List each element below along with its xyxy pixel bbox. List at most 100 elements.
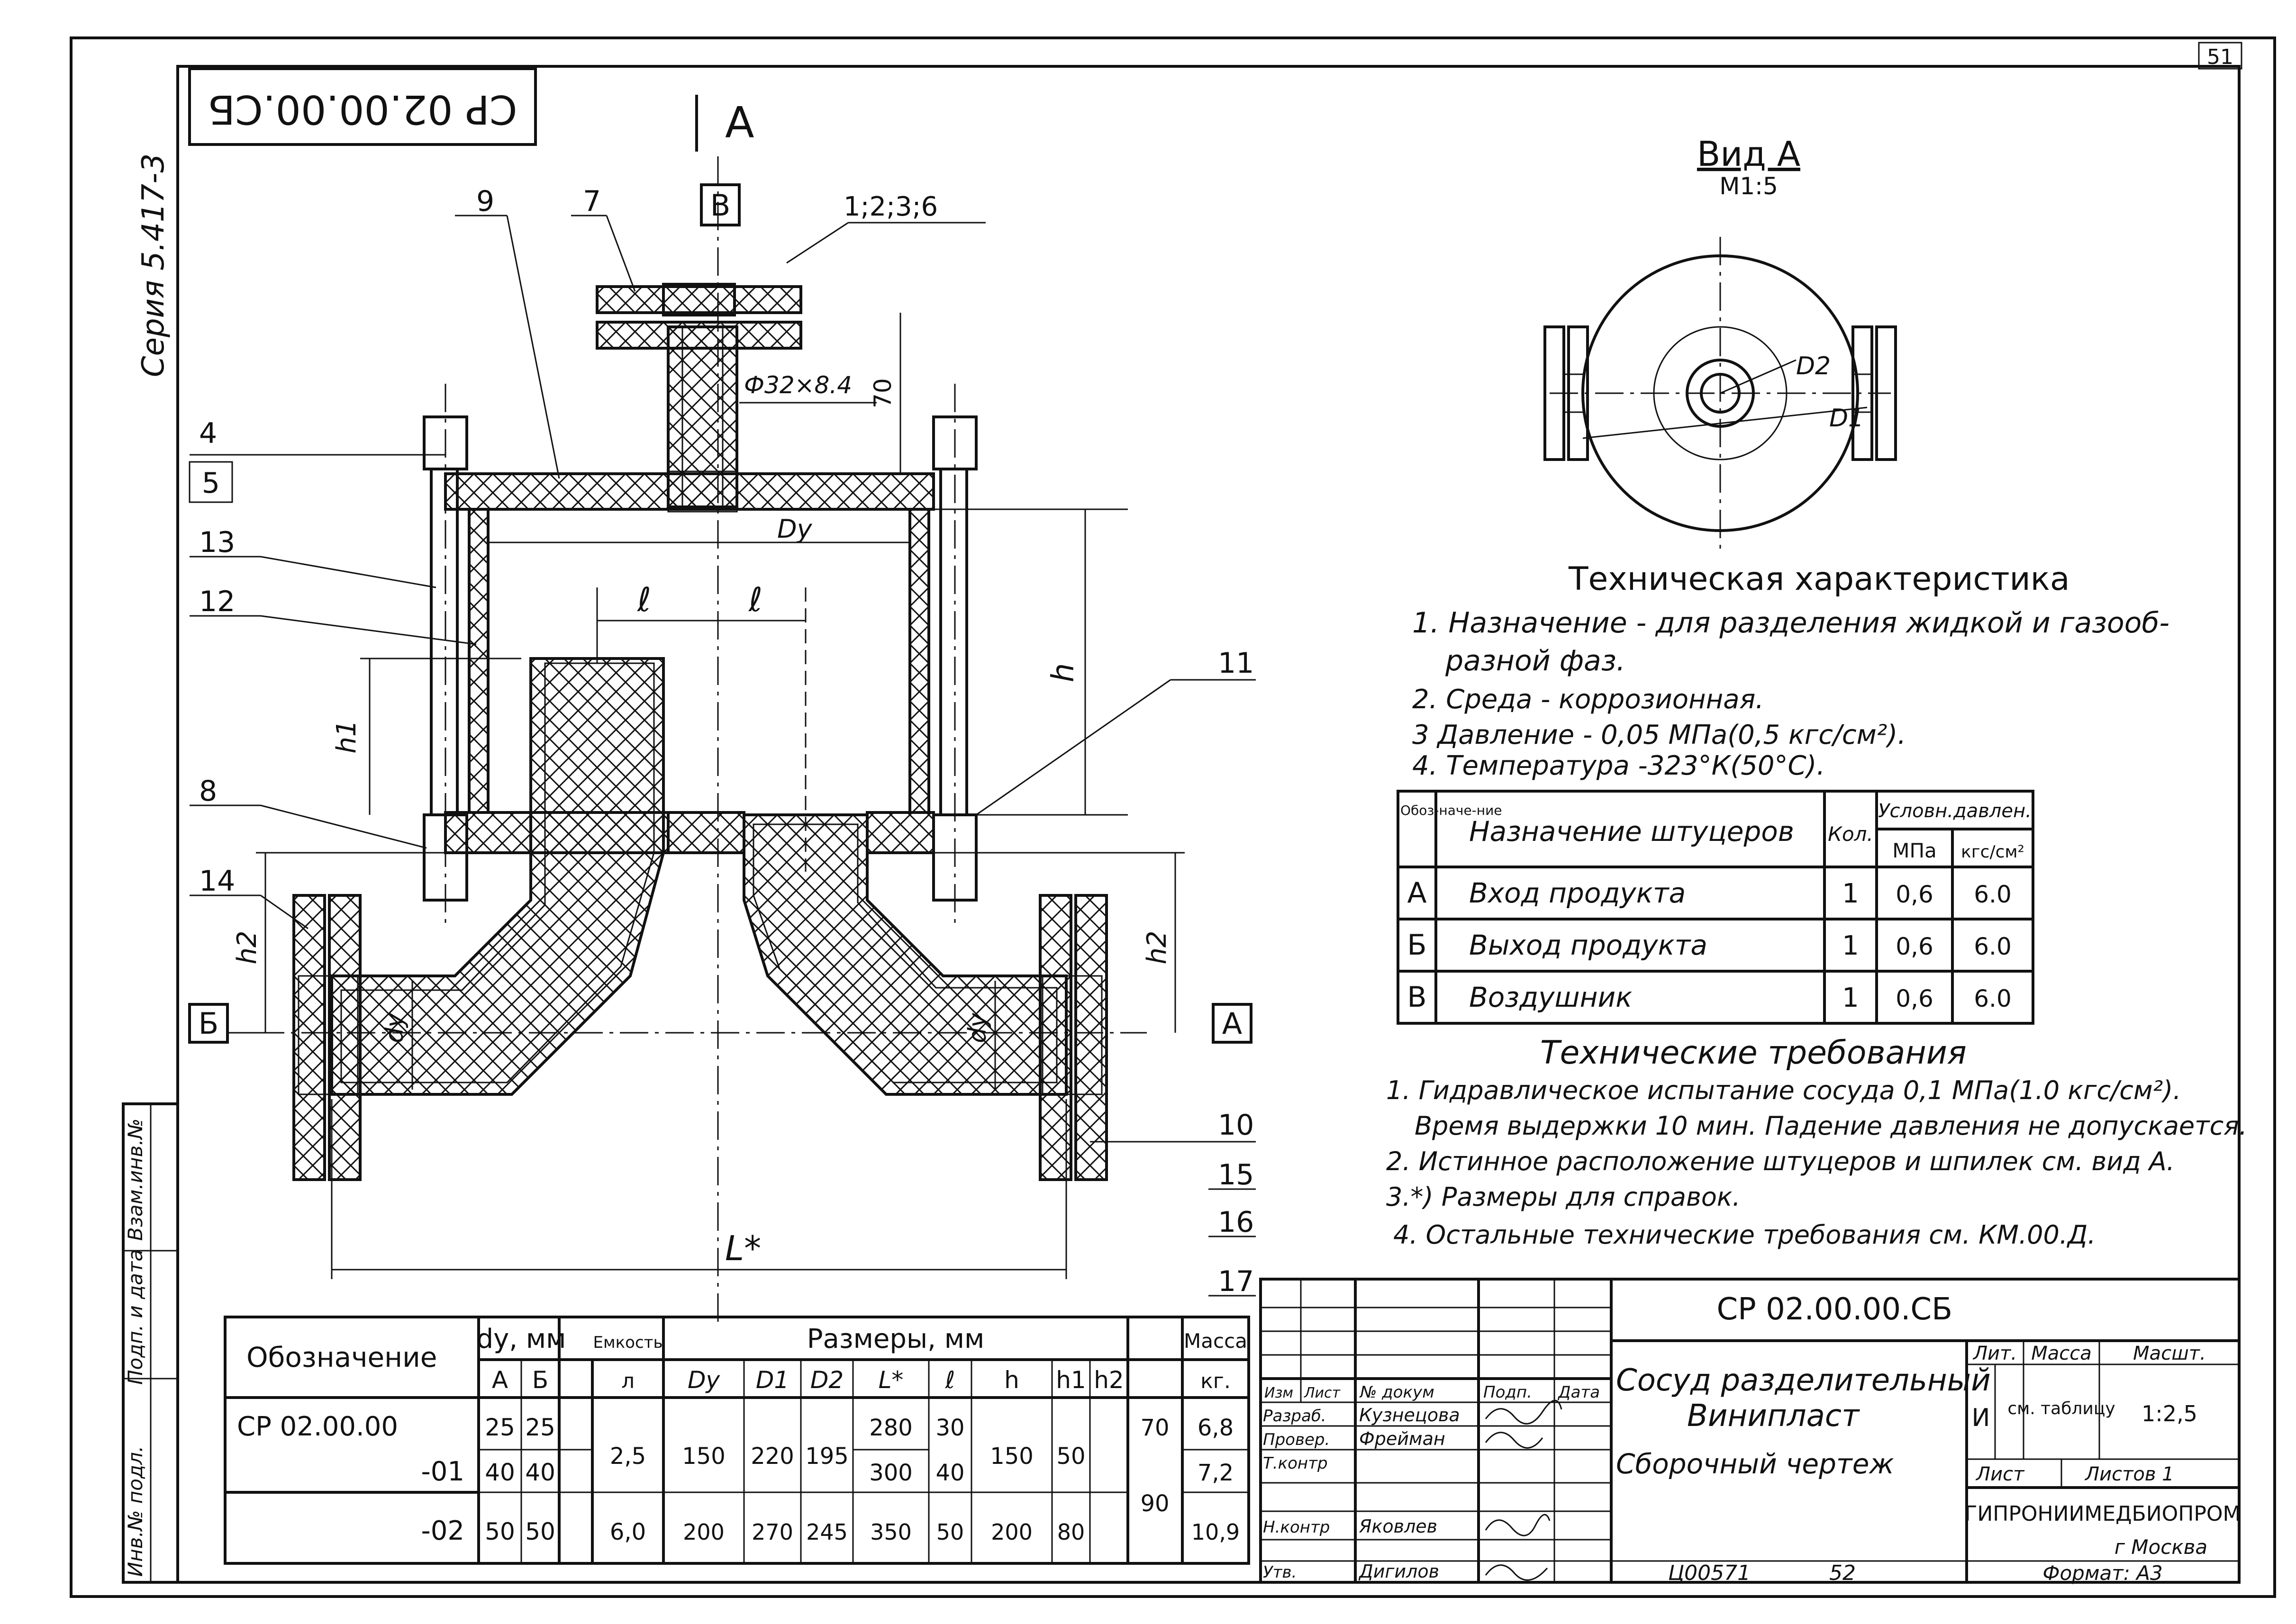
size-merged-h: 150 [990, 1443, 1034, 1470]
size-merged-d1: 220 [751, 1443, 794, 1470]
dimensions: Dу ℓ ℓ h h1 h2 h2 dу dу L* Ф32×8.4 70 В [188, 183, 1252, 1279]
bottom-plate-right [866, 811, 935, 854]
tb-person: Кузнецова [1359, 1405, 1460, 1426]
nozzle-qty: 1 [1842, 930, 1859, 961]
dim-h: h [1046, 663, 1081, 683]
size-row3-a: 50 [485, 1518, 515, 1545]
dim-l-left: ℓ [637, 580, 651, 619]
dim-h2-right: h2 [1142, 930, 1172, 964]
box-v: В [710, 188, 731, 223]
part-label: 16 [1218, 1206, 1254, 1239]
nozzle-mark: А [1407, 876, 1426, 910]
nozzle-kgs: 6.0 [1974, 985, 2012, 1012]
tech-req-line: 3.*) Размеры для справок. [1386, 1182, 1741, 1212]
side-flange-left-outer [292, 894, 326, 1181]
part-label: 13 [199, 526, 235, 559]
side-stamp-inv: Инв.№ подл. [124, 1446, 147, 1577]
nozzle-kgs: 6.0 [1974, 881, 2012, 908]
nozzle-mark: Б [1407, 929, 1426, 962]
tb-role: Утв. [1263, 1563, 1297, 1582]
size-sub: л [621, 1369, 635, 1393]
size-row2-L: 300 [869, 1460, 913, 1486]
tb-city: г Москва [2114, 1535, 2207, 1559]
dim-dy-small-right: dу [963, 1012, 992, 1043]
tech-req-line: 4. Остальные технические требования см. … [1393, 1220, 2096, 1250]
nozzle-qty: 1 [1842, 983, 1859, 1013]
tb-person: Яковлев [1359, 1516, 1437, 1537]
nozzle-purpose: Выход продукта [1469, 929, 1707, 961]
outlet-pipe-left [330, 657, 665, 1096]
series-label: Серия 5.417-3 [136, 153, 171, 377]
tb-mass-val: см. таблицу [2007, 1399, 2115, 1418]
tb-code: СР 02.00.00.СБ [1716, 1292, 1952, 1327]
side-flange-left-inner [328, 894, 362, 1181]
bottom-code: Ц00571 [1668, 1561, 1751, 1585]
tech-char-line: 4. Температура -323°К(50°С). [1412, 750, 1825, 781]
side-stamp-replace: Взам.инв.№ [124, 1119, 147, 1241]
dim-h2-left: h2 [232, 930, 263, 964]
rotated-code-box [188, 67, 537, 146]
rotated-code: СР 02.00.00.СБ [208, 86, 517, 133]
part-label: 5 [202, 467, 220, 500]
bottom-plate-mid [662, 811, 745, 854]
size-h-sizes: Размеры, мм [807, 1324, 984, 1354]
size-row2-mass: 7,2 [1198, 1460, 1234, 1486]
part-leaders: 9 7 1;2;3;6 4 5 13 12 8 14 11 10 15 16 1… [189, 185, 1256, 1298]
shell-wall-right [908, 508, 930, 814]
size-merged-h2: 90 [1140, 1490, 1169, 1517]
size-sub: D2 [810, 1366, 844, 1394]
size-h-mass: Масса [1184, 1329, 1247, 1353]
size-h-dy: dу, мм [477, 1324, 566, 1354]
shell-wall-left [468, 508, 490, 814]
size-row1-mass: 6,8 [1198, 1415, 1234, 1441]
tb-col: Дата [1557, 1383, 1600, 1402]
tb-name1: Сосуд разделительный [1616, 1363, 1991, 1398]
nozzle-h-purpose: Назначение штуцеров [1469, 815, 1794, 848]
tech-req-line: Время выдержки 10 мин. Падение давления … [1415, 1111, 2247, 1141]
tech-req-title: Технические требования [1540, 1034, 1967, 1072]
tb-lit-val: И [1972, 1404, 1990, 1432]
tb-role: Т.контр [1263, 1454, 1328, 1473]
tb-lit: Лит. [1972, 1343, 2017, 1364]
size-row3-l: 50 [936, 1519, 964, 1545]
tb-person: Фрейман [1359, 1428, 1445, 1449]
dim-length: L* [725, 1228, 761, 1268]
tech-char-line: разной фаз. [1445, 644, 1625, 677]
size-sub: Dу [688, 1366, 721, 1394]
nozzle-kgs: 6.0 [1974, 933, 2012, 960]
nozzle-qty: 1 [1842, 878, 1859, 909]
view-a-title: Вид А [1697, 134, 1800, 174]
view-a-d1: D1 [1829, 404, 1864, 433]
tech-char-line: 3 Давление - 0,05 МПа(0,5 кгс/см²). [1412, 720, 1906, 750]
part-label: 8 [199, 775, 217, 808]
tb-col: Подп. [1483, 1383, 1532, 1402]
size-row3-h: 200 [991, 1519, 1033, 1545]
nozzle-mpa: 0,6 [1896, 985, 1933, 1012]
tech-req-line: 2. Истинное расположение штуцеров и шпил… [1386, 1146, 2175, 1176]
tb-org: ГИПРОНИИМЕДБИОПРОМ [1965, 1502, 2241, 1526]
pipe-note: Ф32×8.4 [744, 371, 852, 399]
size-sub: А [492, 1366, 508, 1394]
dim-dy: Dу [777, 514, 813, 544]
part-label: 10 [1218, 1109, 1254, 1142]
nozzle-mpa: 0,6 [1896, 881, 1933, 908]
size-row3-dy: 200 [683, 1519, 725, 1545]
size-row3-d2: 245 [806, 1519, 848, 1545]
size-merged-d2: 195 [805, 1443, 849, 1470]
outer-frame [70, 36, 2276, 1598]
tech-characteristics: Техническая характеристика 1. Назначение… [1412, 560, 2169, 781]
section-mark: А [725, 98, 754, 148]
dim-h1: h1 [331, 720, 362, 753]
size-merged-h1: 50 [1056, 1443, 1085, 1470]
tb-name3: Сборочный чертеж [1616, 1448, 1894, 1480]
nozzle-purpose: Воздушник [1469, 981, 1632, 1013]
tech-requirements: Технические требования 1. Гидравлическое… [1386, 1034, 2247, 1250]
part-label: 15 [1218, 1158, 1254, 1191]
size-sub: L* [879, 1366, 904, 1394]
size-sub: h1 [1056, 1366, 1086, 1394]
dim-dy-small-left: dу [381, 1012, 409, 1043]
size-sub: D1 [756, 1366, 789, 1394]
size-h-cap: Емкость [593, 1333, 662, 1352]
size-row1-name: СР 02.00.00 [237, 1411, 398, 1442]
box-b: Б [199, 1006, 219, 1041]
